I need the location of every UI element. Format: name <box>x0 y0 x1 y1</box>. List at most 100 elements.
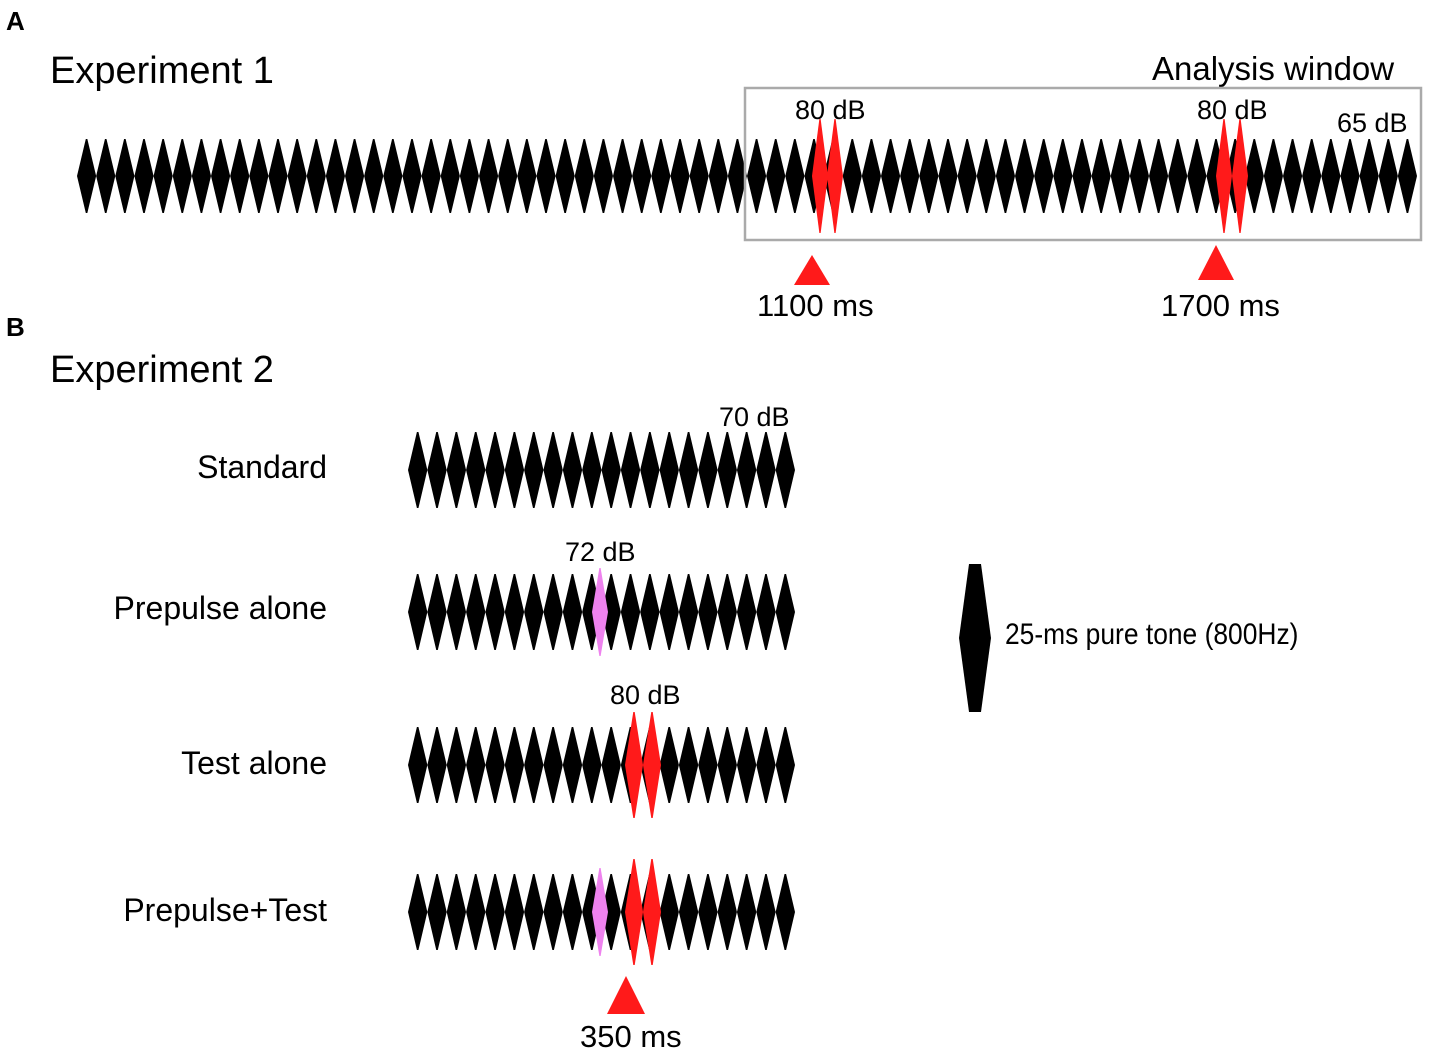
test-alone-tone-diamond <box>698 727 718 803</box>
test-alone-tone-diamond <box>543 727 563 803</box>
tone-diamond <box>498 139 518 213</box>
tone-diamond <box>1091 139 1111 213</box>
tone-diamond <box>593 139 613 213</box>
standard-tone-diamond <box>601 432 621 508</box>
tone-diamond <box>421 139 441 213</box>
prepulse-alone-tone-diamond <box>427 574 447 650</box>
tone-diamond <box>651 139 671 213</box>
test-level-label-2: 80 dB <box>1197 95 1268 125</box>
tone-diamond <box>708 139 728 213</box>
standard-tone-diamond <box>582 432 602 508</box>
standard-tone-diamond <box>678 432 699 508</box>
tone-diamond <box>364 139 384 213</box>
standard-tone-diamond <box>698 432 718 508</box>
test-tone-diamond <box>625 712 643 818</box>
marker-label-350: 350 ms <box>580 1019 682 1054</box>
marker-label-1700: 1700 ms <box>1161 288 1280 323</box>
tone-diamond <box>268 139 288 213</box>
tone-diamond <box>345 139 365 213</box>
tone-diamond <box>440 139 460 213</box>
prepulse-test-tone-diamond <box>485 874 505 950</box>
prepulse-test-tone-diamond <box>466 874 486 950</box>
prepulse-alone-tone-diamond <box>736 574 757 650</box>
standard-tone-diamond <box>504 432 525 508</box>
prepulse-test-tone-diamond <box>543 874 563 950</box>
experiment-1-title: Experiment 1 <box>50 50 274 92</box>
prepulse-alone-tone-diamond <box>601 574 621 650</box>
marker-triangle-350 <box>607 976 645 1014</box>
test-alone-tone-diamond <box>756 727 776 803</box>
tone-diamond <box>1283 139 1303 213</box>
tone-diamond <box>785 139 805 213</box>
standard-tone-diamond <box>775 432 795 508</box>
analysis-window-box <box>743 86 1423 242</box>
tone-diamond <box>1302 139 1322 213</box>
tone-diamond <box>230 139 250 213</box>
test-alone-tone-diamond <box>659 727 679 803</box>
prepulse-alone-tone-diamond <box>659 574 679 650</box>
standard-tone-diamond <box>659 432 679 508</box>
panel-a-letter: A <box>6 6 25 36</box>
tone-diamond <box>957 139 977 213</box>
test-alone-tone-diamond <box>504 727 525 803</box>
tone-diamond <box>555 139 575 213</box>
tone-diamond <box>1072 139 1092 213</box>
tone-diamond <box>306 139 326 213</box>
prepulse-alone-tone-diamond <box>446 574 467 650</box>
test-alone-tone-diamond <box>736 727 757 803</box>
analysis-window-label: Analysis window <box>1152 50 1395 87</box>
prepulse-alone-tone-diamond <box>717 574 737 650</box>
tone-diamond <box>976 139 996 213</box>
prepulse-alone-tone-diamond <box>485 574 505 650</box>
tone-diamond <box>1321 139 1341 213</box>
tone-diamond <box>1015 139 1035 213</box>
tone-diamond <box>1340 139 1360 213</box>
condition-label-standard: Standard <box>197 449 327 485</box>
tone-diamond <box>402 139 422 213</box>
tone-diamond <box>383 139 403 213</box>
prepulse-test-tone-diamond <box>446 874 467 950</box>
tone-diamond <box>1034 139 1054 213</box>
prepulse-alone-tone-diamond <box>543 574 563 650</box>
tone-diamond <box>287 139 307 213</box>
standard-tone-diamond <box>717 432 737 508</box>
tone-diamond <box>842 139 862 213</box>
experiment-2-title: Experiment 2 <box>50 349 274 391</box>
prepulse-test-tone-diamond <box>756 874 776 950</box>
prepulse-alone-tone-diamond <box>562 574 583 650</box>
tone-diamond <box>1378 139 1398 213</box>
prepulse-alone-tone-diamond <box>504 574 525 650</box>
test-alone-tone-diamond <box>678 727 699 803</box>
test-tone-diamond <box>827 119 843 233</box>
tone-diamond <box>900 139 920 213</box>
prepulse-test-tone-diamond <box>717 874 737 950</box>
test-alone-tone-diamond <box>446 727 467 803</box>
tone-diamond <box>747 139 767 213</box>
prepulse-test-tone-diamond <box>659 874 679 950</box>
tone-diamond <box>1053 139 1073 213</box>
tone-diamond <box>574 139 594 213</box>
prepulse-alone-tone-diamond <box>408 574 428 650</box>
tone-diamond <box>1359 139 1379 213</box>
tone-diamond <box>613 139 633 213</box>
test-alone-tone-diamond <box>717 727 737 803</box>
prepulse-test-tone-diamond <box>736 874 757 950</box>
tone-diamond <box>919 139 939 213</box>
tone-diamond <box>459 139 479 213</box>
prepulse-alone-tone-diamond <box>678 574 699 650</box>
test-alone-tone-diamond <box>466 727 486 803</box>
tone-diamond <box>727 139 747 213</box>
tone-diamond <box>517 139 537 213</box>
background-level-label: 65 dB <box>1337 108 1408 138</box>
test-alone-tone-diamond <box>582 727 602 803</box>
prepulse-alone-tone-diamond <box>640 574 660 650</box>
standard-tone-diamond <box>466 432 486 508</box>
tone-diamond <box>670 139 690 213</box>
marker-label-1100: 1100 ms <box>757 288 874 323</box>
tone-diamond <box>766 139 786 213</box>
test-alone-tone-diamond <box>524 727 544 803</box>
tone-diamond <box>191 139 211 213</box>
condition-label-prepulse-alone: Prepulse alone <box>113 590 327 626</box>
tone-diamond <box>1149 139 1169 213</box>
